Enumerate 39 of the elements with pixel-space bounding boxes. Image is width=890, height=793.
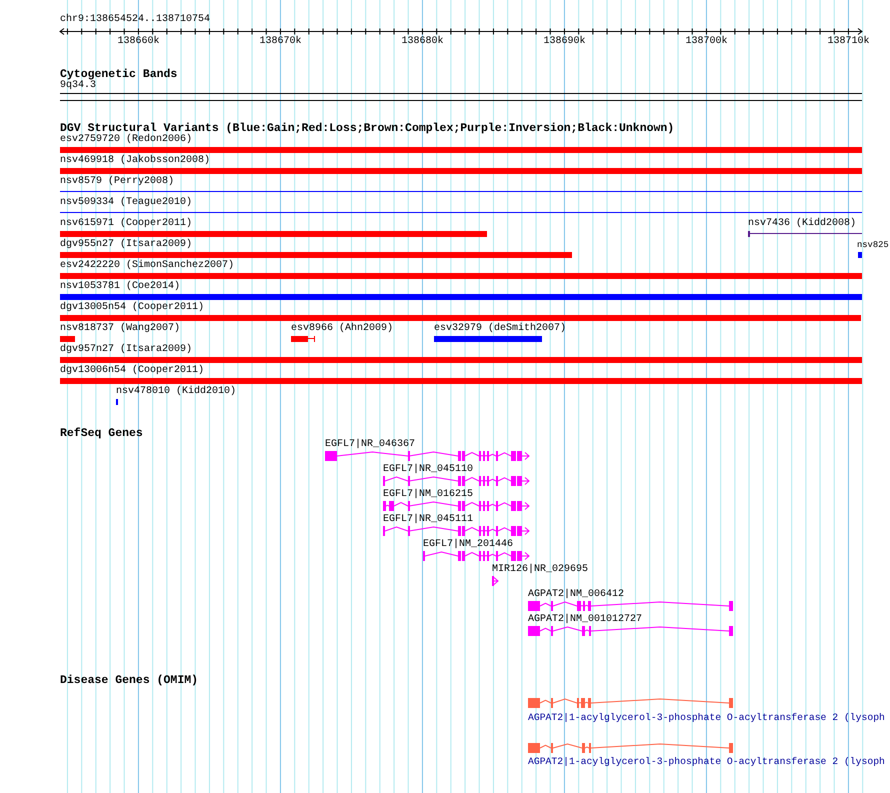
variant-label: esv8966 (Ahn2009)	[291, 323, 394, 335]
disease-gene-label: AGPAT2|1-acylglycerol-3-phosphate O-acyltransferase 2 (lysoph	[528, 756, 885, 768]
axis-tick-label: 138700k	[686, 36, 728, 48]
variant-label: dgv957n27 (Itsara2009)	[60, 344, 192, 356]
track-heading: RefSeq Genes	[60, 427, 143, 440]
gene-label: AGPAT2|NM_001012727	[528, 614, 642, 626]
variant-label: dgv13005n54 (Cooper2011)	[60, 302, 204, 314]
track-heading: DGV Structural Variants (Blue:Gain;Red:Loss;Brown:Complex;Purple:Inversion;Black:Unknown)	[60, 122, 674, 135]
gene-label: EGFL7|NR_045110	[383, 464, 474, 476]
band-name: 9q34.3	[60, 80, 96, 92]
coordinate-range: chr9:138654524..138710754	[60, 14, 210, 26]
axis-tick-label: 138690k	[544, 36, 586, 48]
variant-label: nsv478010 (Kidd2010)	[116, 386, 236, 398]
gene-label: EGFL7|NR_045111	[383, 514, 474, 526]
variant-label: esv2422220 (SimonSanchez2007)	[60, 260, 234, 272]
axis-tick-label: 138680k	[402, 36, 444, 48]
variant-label: dgv955n27 (Itsara2009)	[60, 239, 192, 251]
track-heading: Disease Genes (OMIM)	[60, 674, 198, 687]
variant-label: nsv509334 (Teague2010)	[60, 197, 192, 209]
variant-label: nsv7436 (Kidd2008)	[748, 218, 856, 230]
variant-label: nsv8579 (Perry2008)	[60, 176, 174, 188]
gene-label: AGPAT2|NM_006412	[528, 589, 624, 601]
variant-label: nsv818737 (Wang2007)	[60, 323, 180, 335]
variant-label: nsv825	[857, 239, 889, 251]
variant-label: esv2759720 (Redon2006)	[60, 134, 192, 146]
track-heading: Cytogenetic Bands	[60, 68, 178, 81]
variant-label: dgv13006n54 (Cooper2011)	[60, 365, 204, 377]
gene-label: EGFL7|NM_201446	[423, 539, 514, 551]
variant-label: nsv469918 (Jakobsson2008)	[60, 155, 210, 167]
variant-label: nsv615971 (Cooper2011)	[60, 218, 192, 230]
gene-label: EGFL7|NR_046367	[325, 439, 416, 451]
axis-tick-label: 138660k	[118, 36, 160, 48]
disease-gene-label: AGPAT2|1-acylglycerol-3-phosphate O-acyltransferase 2 (lysoph	[528, 712, 885, 724]
axis-tick-label: 138670k	[260, 36, 302, 48]
variant-label: nsv1053781 (Coe2014)	[60, 281, 180, 293]
gene-label: EGFL7|NM_016215	[383, 489, 474, 501]
axis-tick-label: 138710k	[828, 36, 870, 48]
variant-label: esv32979 (deSmith2007)	[434, 323, 566, 335]
gene-label: MIR126|NR_029695	[492, 564, 588, 576]
